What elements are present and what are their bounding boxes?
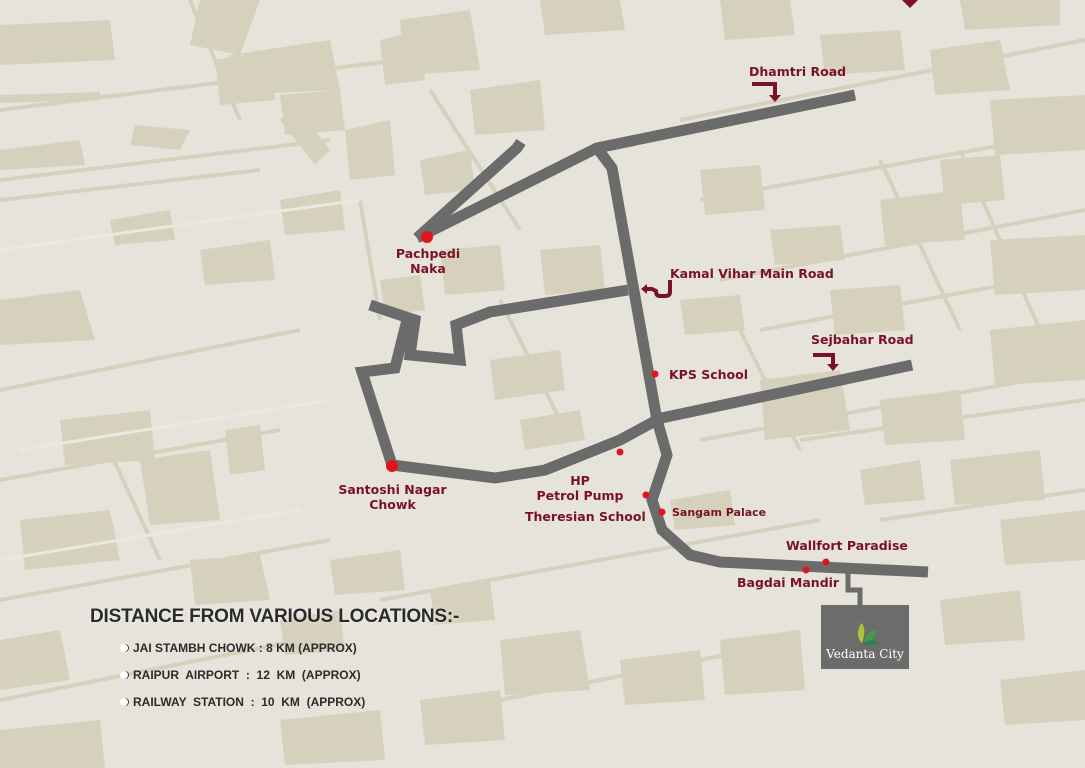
label-santoshi-nagar-chowk: Santoshi Nagar Chowk: [330, 482, 455, 512]
project-marker-vedanta-city: Vedanta City: [821, 605, 909, 669]
distance-item: RAIPUR AIRPORT : 12 KM (APPROX): [120, 668, 459, 682]
bullet-icon: [120, 671, 128, 679]
bullet-icon: [120, 644, 128, 652]
label-kps-school: KPS School: [669, 367, 748, 382]
road-sejbahar: [650, 359, 914, 426]
marker-bagdai: [802, 566, 810, 574]
distance-item-label: RAIPUR AIRPORT : 12 KM (APPROX): [133, 668, 361, 682]
corner-arrow-icon: [902, 0, 918, 8]
label-hp-line2: Petrol Pump: [536, 488, 624, 503]
kamal-vihar-arrow-icon: [645, 280, 672, 298]
distance-item: RAILWAY STATION : 10 KM (APPROX): [120, 695, 459, 709]
label-hp-line1: HP: [570, 473, 590, 488]
label-pachpedi-line1: Pachpedi: [395, 246, 461, 261]
road-south: [646, 418, 929, 578]
road-main-vertical: [592, 144, 663, 421]
marker-hp: [616, 448, 624, 456]
marker-sangam: [658, 508, 666, 516]
label-sejbahar-road: Sejbahar Road: [811, 332, 914, 347]
road-dhamtri: [414, 89, 857, 243]
road-kamal-vihar: [368, 284, 629, 367]
dhamtri-arrow-icon: [752, 82, 777, 96]
sejbahar-arrow-icon: [813, 353, 835, 365]
road-west-loop: [354, 318, 413, 467]
distance-panel: DISTANCE FROM VARIOUS LOCATIONS:- JAI ST…: [90, 606, 459, 709]
leaf-logo-icon: [857, 623, 878, 646]
distance-item-label: RAILWAY STATION : 10 KM (APPROX): [133, 695, 366, 709]
label-pachpedi-line2: Naka: [410, 261, 446, 276]
label-kamal-vihar-road: Kamal Vihar Main Road: [670, 266, 834, 281]
marker-kps: [651, 370, 659, 378]
distance-title: DISTANCE FROM VARIOUS LOCATIONS:-: [90, 606, 460, 627]
road-to-vedanta: [845, 572, 863, 606]
label-bagdai-mandir: Bagdai Mandir: [737, 575, 840, 590]
label-sangam-palace: Sangam Palace: [672, 506, 767, 519]
label-santoshi-line1: Santoshi Nagar: [338, 482, 447, 497]
label-wallfort-paradise: Wallfort Paradise: [786, 538, 908, 553]
distance-item: JAI STAMBH CHOWK : 8 KM (APPROX): [120, 641, 459, 655]
label-hp-petrol-pump: HP Petrol Pump: [530, 473, 630, 503]
distance-item-label: JAI STAMBH CHOWK : 8 KM (APPROX): [133, 641, 357, 655]
road-pachpedi-spur: [413, 138, 526, 243]
label-pachpedi-naka: Pachpedi Naka: [388, 246, 468, 276]
label-dhamtri-road: Dhamtri Road: [749, 64, 847, 79]
label-santoshi-line2: Chowk: [369, 497, 416, 512]
marker-wallfort: [822, 558, 830, 566]
label-theresian-school: Theresian School: [525, 509, 646, 524]
marker-pachpedi: [421, 231, 433, 243]
marker-santoshi: [386, 460, 398, 472]
road-santoshi: [391, 415, 660, 484]
marker-theresian: [642, 491, 650, 499]
project-name: Vedanta City: [826, 647, 904, 661]
bullet-icon: [120, 698, 128, 706]
